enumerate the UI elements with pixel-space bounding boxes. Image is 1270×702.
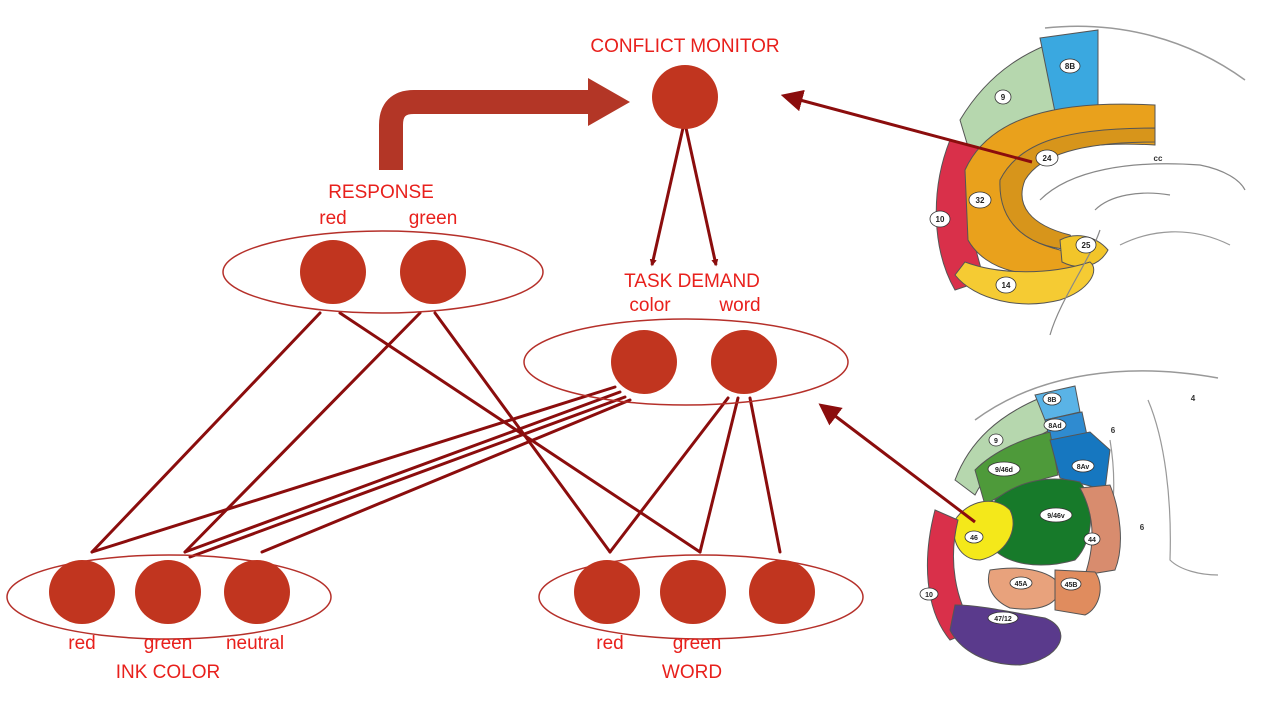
- brain-medial-lower-line: [1049, 229, 1101, 336]
- lateral-area-label-4: 4: [1191, 394, 1196, 403]
- lateral-area-label-8b: 8B: [1048, 397, 1057, 404]
- lateral-area-label-9-46d: 9/46d: [995, 467, 1013, 474]
- lateral-area-label-8av: 8Av: [1077, 464, 1090, 471]
- lateral-area-47-12-region: [949, 604, 1062, 666]
- area-14-region: [954, 261, 1095, 305]
- network-connections: [90, 311, 782, 559]
- task-demand-group-outline: [523, 318, 849, 406]
- word-green-node: [660, 560, 726, 624]
- lateral-area-label-46: 46: [970, 535, 978, 542]
- brain-lateral-sulcus-line: [1147, 399, 1219, 576]
- brain-lateral-outline: [974, 370, 1219, 421]
- task-word-label: word: [719, 295, 761, 316]
- word-group-outline: [538, 554, 864, 640]
- feedback-arrow-head: [588, 78, 630, 126]
- word-red-label: red: [596, 633, 624, 654]
- word-title: WORD: [661, 662, 723, 683]
- edge-task-color-to-ink-green-b: [188, 395, 627, 559]
- task-demand-title: TASK DEMAND: [624, 271, 760, 292]
- arrow-dlpfc-to-task-demand: [818, 403, 976, 524]
- edge-task-color-to-ink-green-a: [183, 390, 622, 554]
- ink-neutral-node: [224, 560, 290, 624]
- response-green-node: [400, 240, 466, 304]
- lateral-area-label-9-46v: 9/46v: [1047, 513, 1065, 520]
- lateral-area-label-10: 10: [925, 592, 933, 599]
- edge-response-green-to-ink-green: [183, 311, 422, 554]
- arrow-monitor-to-task-color: [649, 127, 685, 267]
- lateral-area-9-46v-region: [989, 478, 1092, 566]
- corpus-callosum-line: [1039, 163, 1246, 201]
- edge-task-color-to-ink-red: [90, 385, 617, 554]
- lateral-area-45b-region: [1054, 569, 1101, 616]
- area-label-32: 32: [976, 196, 985, 205]
- arrow-monitor-to-task-word: [684, 127, 719, 267]
- lateral-area-label-47-12: 47/12: [994, 616, 1012, 623]
- area-label-24: 24: [1043, 154, 1052, 163]
- arrow-acc-to-conflict-monitor: [780, 89, 1033, 164]
- response-to-monitor-feedback-arrow: [379, 78, 630, 170]
- ink-color-group-outline: [6, 554, 332, 640]
- ink-green-label: green: [143, 633, 193, 654]
- edge-response-red-to-ink-red: [90, 311, 322, 554]
- task-color-label: color: [629, 295, 671, 316]
- lateral-area-label-45b: 45B: [1065, 582, 1078, 589]
- area-label-25: 25: [1082, 241, 1091, 250]
- area-label-14: 14: [1002, 281, 1011, 290]
- lateral-area-label-6-lower: 6: [1140, 523, 1145, 532]
- response-red-node: [300, 240, 366, 304]
- brain-lateral-illustration: 4 8B 8Ad 6 9 9/46d 8Av 9/46v 46 44 6 45A…: [919, 370, 1219, 666]
- network-nodes: [49, 65, 815, 624]
- edge-response-green-to-word-red: [433, 311, 612, 554]
- feedback-arrow-shaft: [379, 90, 590, 170]
- brain-medial-outline: [1044, 25, 1246, 81]
- response-title: RESPONSE: [328, 182, 434, 203]
- conflict-monitor-node: [652, 65, 718, 129]
- response-group-outline: [222, 230, 544, 314]
- lateral-area-label-9: 9: [994, 438, 998, 445]
- response-green-label: green: [408, 208, 458, 229]
- task-word-node: [711, 330, 777, 394]
- group-ellipses: [6, 230, 864, 640]
- ink-red-label: red: [68, 633, 96, 654]
- lateral-area-label-8ad: 8Ad: [1048, 423, 1061, 430]
- area-label-10: 10: [936, 215, 945, 224]
- lateral-area-label-6-upper: 6: [1111, 426, 1116, 435]
- edge-task-word-to-word-red: [608, 396, 730, 554]
- ink-color-title: INK COLOR: [115, 662, 221, 683]
- ink-red-node: [49, 560, 115, 624]
- edge-task-word-to-word-neutral: [748, 396, 782, 554]
- task-color-node: [611, 330, 677, 394]
- ink-neutral-label: neutral: [225, 633, 285, 654]
- word-neutral-node: [749, 560, 815, 624]
- brain-medial-illustration: 8B 9 24 cc 32 10 25 14: [929, 25, 1246, 336]
- area-label-8b: 8B: [1065, 62, 1075, 71]
- ink-green-node: [135, 560, 201, 624]
- lateral-area-label-44: 44: [1088, 537, 1096, 544]
- word-red-node: [574, 560, 640, 624]
- response-red-label: red: [319, 208, 347, 229]
- edge-task-color-to-ink-neutral: [260, 398, 632, 554]
- brain-medial-labels: 8B 9 24 cc 32 10 25 14: [929, 58, 1163, 294]
- area-label-9: 9: [1001, 93, 1006, 102]
- lateral-area-44-region: [1079, 484, 1121, 576]
- brain-medial-inner-line: [1094, 192, 1171, 211]
- word-green-label: green: [672, 633, 722, 654]
- brain-lateral-labels: 4 8B 8Ad 6 9 9/46d 8Av 9/46v 46 44 6 45A…: [919, 392, 1196, 625]
- area-label-cc: cc: [1154, 154, 1163, 163]
- brain-medial-curve-line: [1119, 231, 1231, 246]
- conflict-monitor-title: CONFLICT MONITOR: [590, 36, 780, 57]
- brain-pointer-arrows: [780, 89, 1033, 524]
- edge-task-word-to-word-green: [698, 396, 740, 554]
- conflict-monitor-arrows: [649, 127, 719, 267]
- lateral-area-label-45a: 45A: [1015, 581, 1028, 588]
